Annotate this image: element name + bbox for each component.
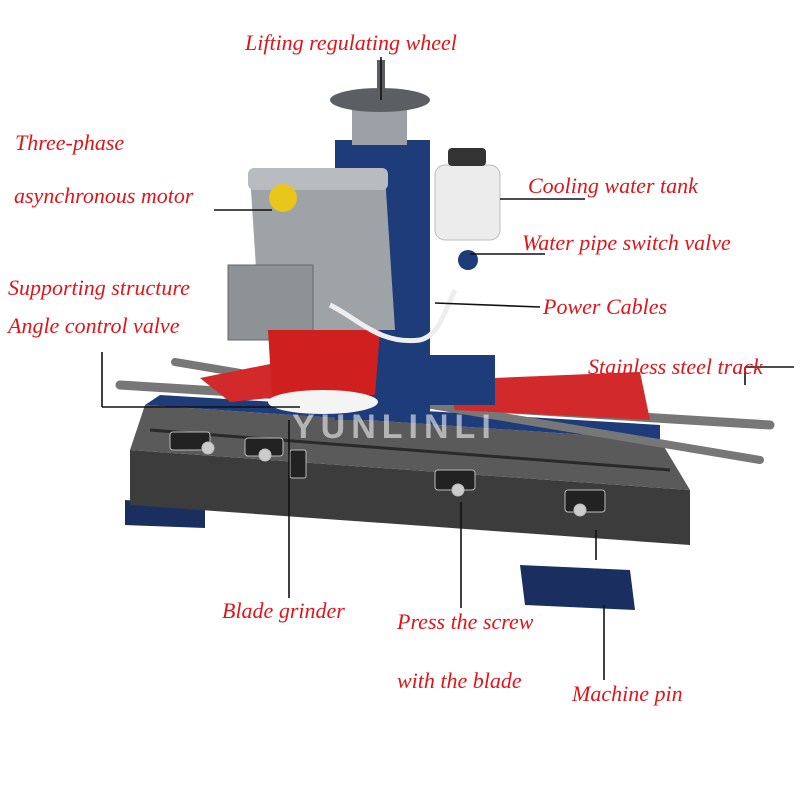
label-water-pipe-switch-valve: Water pipe switch valve xyxy=(522,230,731,255)
power-cable xyxy=(328,288,458,344)
lifting-wheel xyxy=(330,60,430,145)
cooling-water-tank xyxy=(434,148,501,270)
label-lifting-regulating-wheel: Lifting regulating wheel xyxy=(245,30,457,55)
label-angle-control-valve: Angle control valve xyxy=(8,313,180,338)
label-supporting-structure: Supporting structure xyxy=(8,275,190,300)
label-with-the-blade: with the blade xyxy=(397,668,522,693)
label-power-cables: Power Cables xyxy=(543,294,668,319)
watermark: YUNLINLI xyxy=(292,408,497,446)
label-blade-grinder: Blade grinder xyxy=(222,598,345,623)
label-asynchronous-motor: asynchronous motor xyxy=(14,183,194,208)
label-machine-pin: Machine pin xyxy=(572,681,683,706)
label-stainless-steel-track: Stainless steel track xyxy=(588,354,763,379)
label-press-the-screw: Press the screw xyxy=(397,609,534,634)
motor xyxy=(227,168,395,414)
label-three-phase: Three-phase xyxy=(15,130,125,155)
label-cooling-water-tank: Cooling water tank xyxy=(528,173,698,198)
leader-lines xyxy=(101,57,794,680)
blade-clamp-group xyxy=(169,431,606,517)
